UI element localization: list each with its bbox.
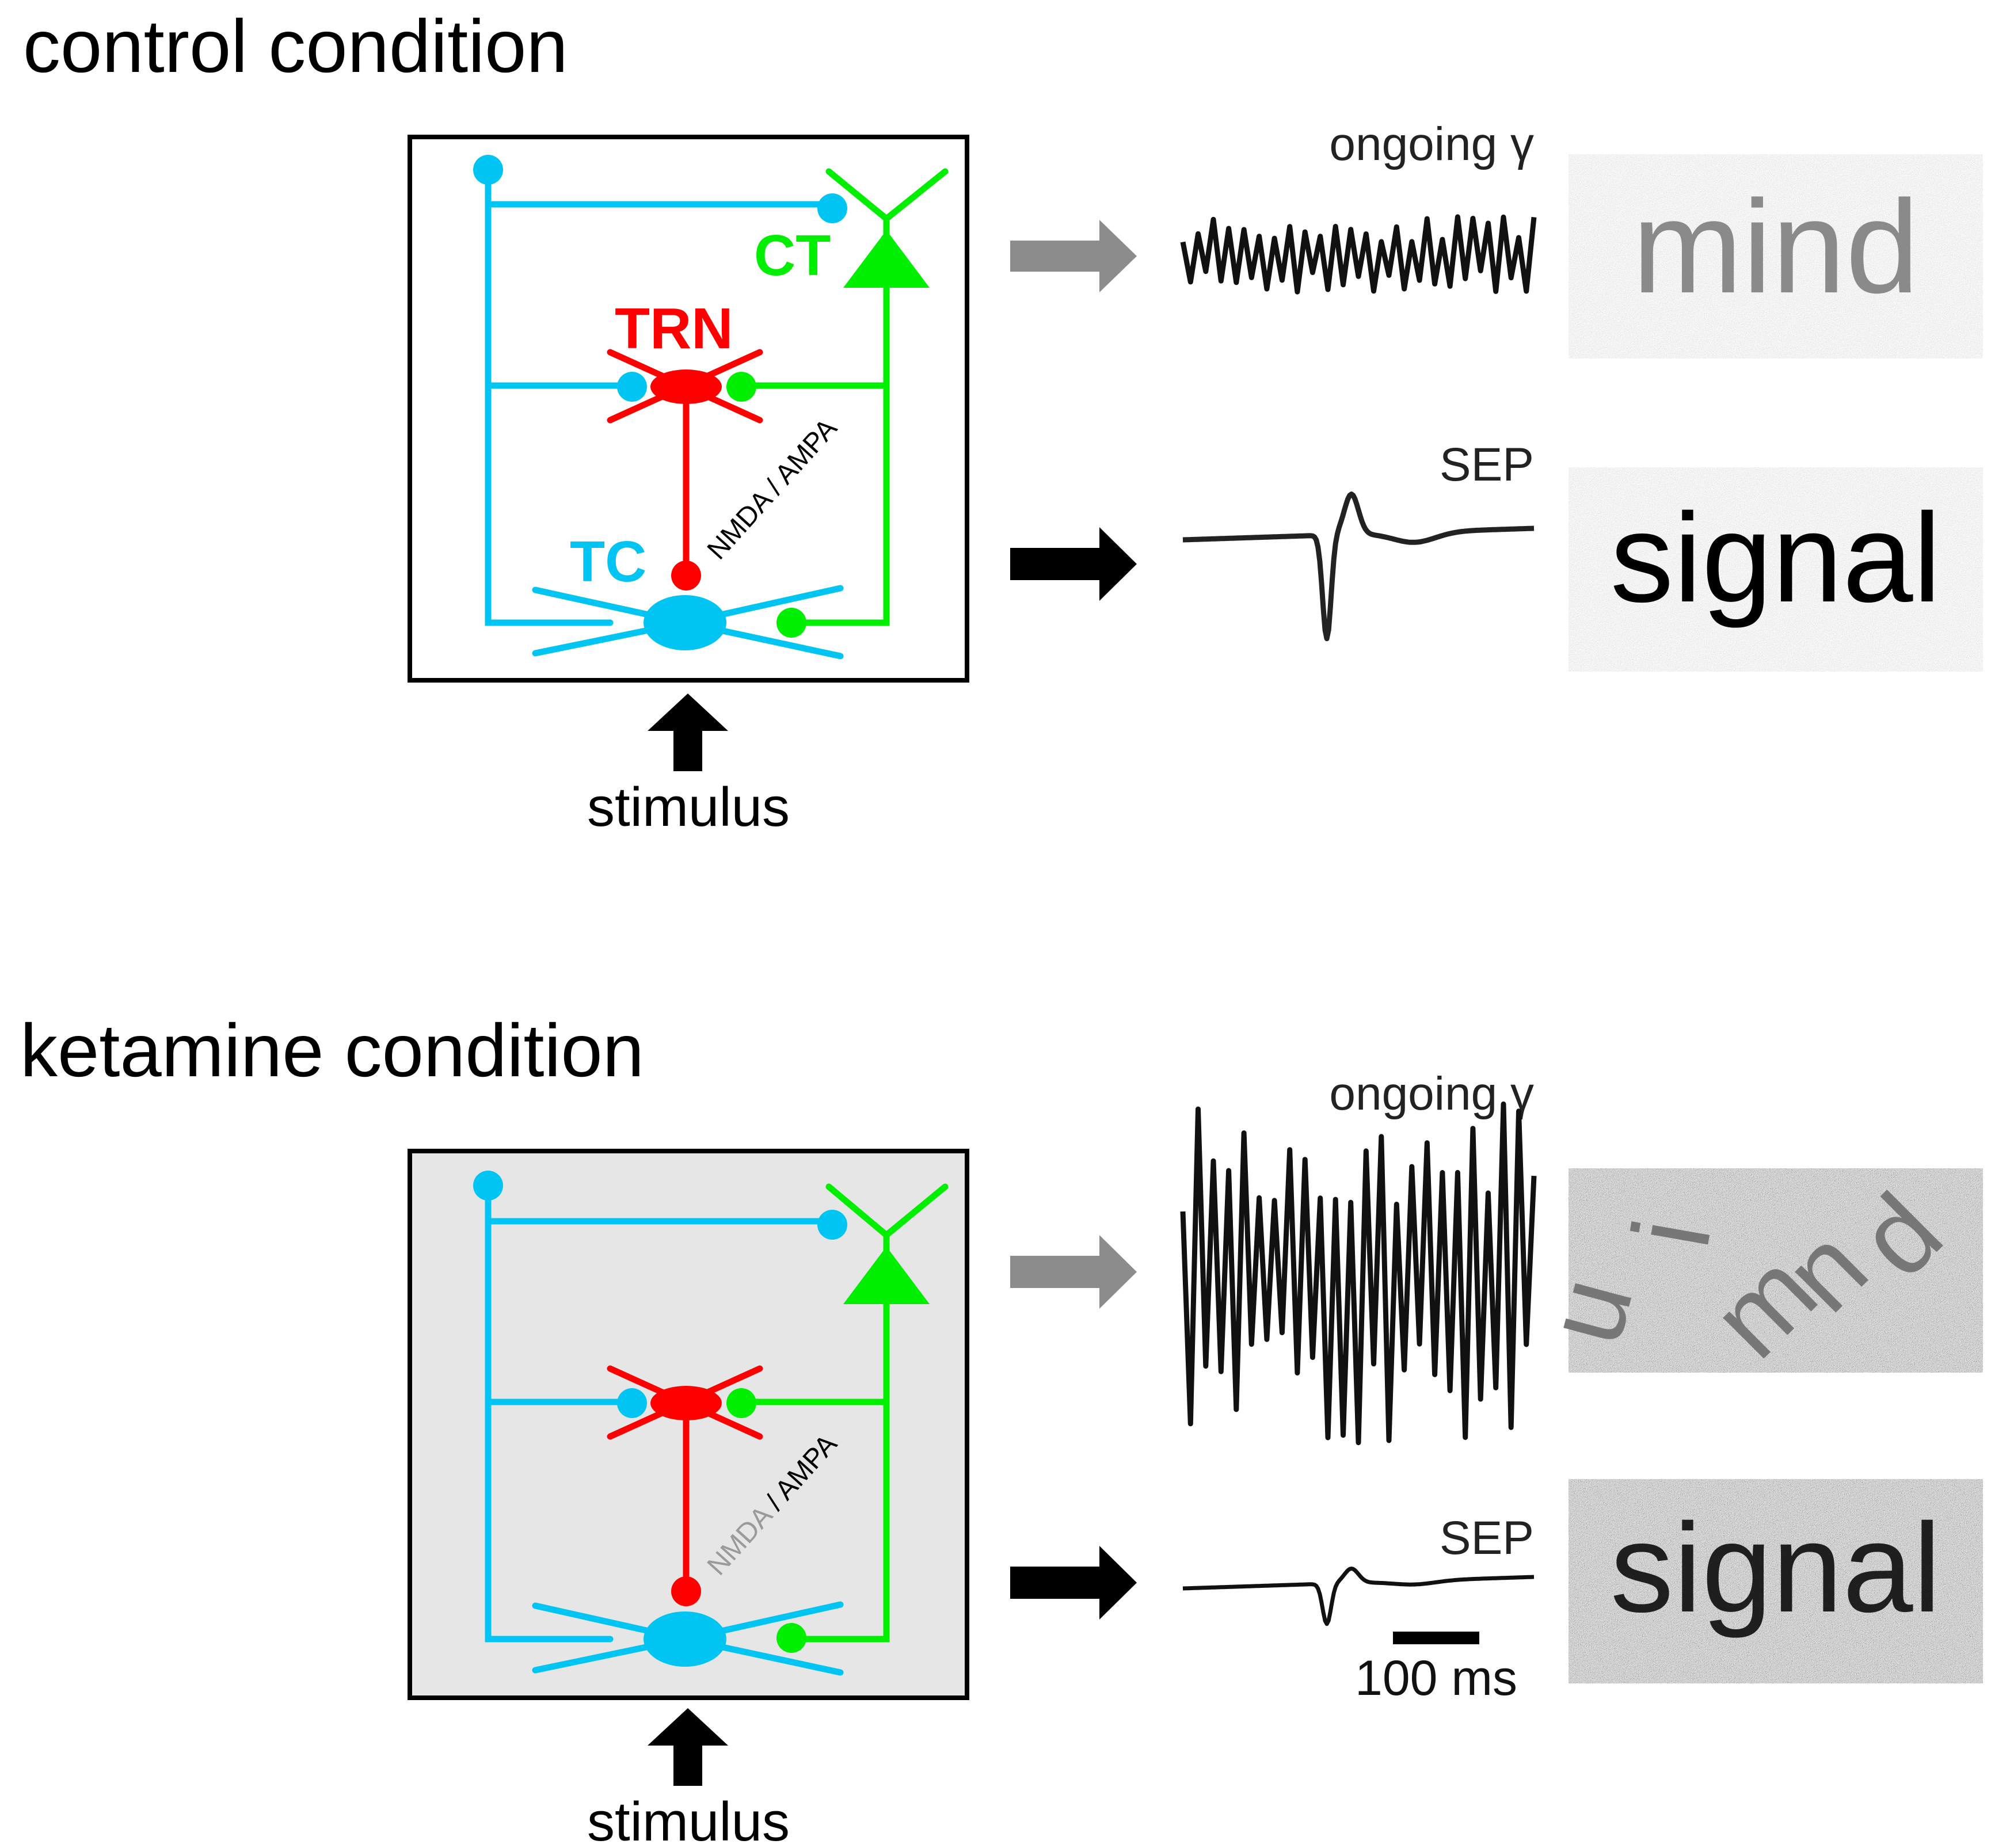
tc-soma-k xyxy=(644,1611,726,1667)
ketamine-title: ketamine condition xyxy=(20,1008,644,1092)
control-sep-trace xyxy=(1182,491,1535,642)
control-black-arrow xyxy=(1010,527,1137,601)
ketamine-black-arrow xyxy=(1010,1546,1137,1620)
ketamine-ongoing-trace xyxy=(1180,1101,1537,1446)
scale-bar-label: 100 ms xyxy=(1355,1651,1517,1706)
control-stimulus-label: stimulus xyxy=(587,776,790,838)
ct-label: CT xyxy=(754,223,831,288)
tc-trn-synapse-k xyxy=(617,1388,647,1418)
tc-terminal xyxy=(473,155,503,185)
ketamine-panel: ketamine condition xyxy=(20,1008,1983,1848)
trn-soma-k xyxy=(650,1386,722,1420)
tc-label: TC xyxy=(570,529,646,594)
trn-tc-synapse-k xyxy=(671,1576,701,1606)
ketamine-signal-box: signal xyxy=(1569,1479,1983,1683)
control-ongoing-label: ongoing γ xyxy=(1329,118,1534,170)
trn-soma xyxy=(650,369,722,404)
ketamine-signal-word: signal xyxy=(1611,1497,1941,1639)
scale-bar xyxy=(1393,1632,1479,1644)
ketamine-mind-box: u i m n d xyxy=(1522,1168,1983,1381)
ketamine-gray-arrow xyxy=(1010,1235,1137,1309)
control-signal-box: signal xyxy=(1569,467,1983,672)
tc-soma xyxy=(644,595,726,650)
control-gray-arrow xyxy=(1010,220,1137,292)
control-ongoing-trace xyxy=(1180,214,1537,295)
tc-ct-synapse xyxy=(817,193,847,223)
control-mind-word: mind xyxy=(1632,173,1920,321)
trn-tc-synapse xyxy=(671,561,701,590)
ketamine-stimulus-arrow xyxy=(648,1708,728,1786)
control-title: control condition xyxy=(23,4,568,88)
ct-tc-synapse-k xyxy=(776,1623,806,1653)
ct-soma xyxy=(843,230,930,288)
ketamine-sep-label: SEP xyxy=(1440,1512,1534,1564)
tc-trn-synapse xyxy=(617,372,647,402)
ct-trn-synapse-k xyxy=(726,1388,756,1418)
trn-label: TRN xyxy=(615,296,733,361)
tc-ct-synapse-k xyxy=(817,1210,847,1240)
ct-soma-k xyxy=(843,1247,930,1304)
ketamine-ongoing-label: ongoing γ xyxy=(1329,1068,1534,1120)
control-panel: control condition xyxy=(23,4,1983,838)
ketamine-sep-trace xyxy=(1182,1567,1535,1626)
control-signal-word: signal xyxy=(1611,487,1941,628)
ct-tc-synapse xyxy=(776,608,806,638)
tc-terminal-k xyxy=(473,1171,503,1201)
control-mind-box: mind xyxy=(1569,154,1983,359)
ketamine-stimulus-label: stimulus xyxy=(587,1791,790,1848)
control-stimulus-arrow xyxy=(648,694,728,771)
ct-trn-synapse xyxy=(726,372,756,402)
control-sep-label: SEP xyxy=(1440,439,1534,491)
